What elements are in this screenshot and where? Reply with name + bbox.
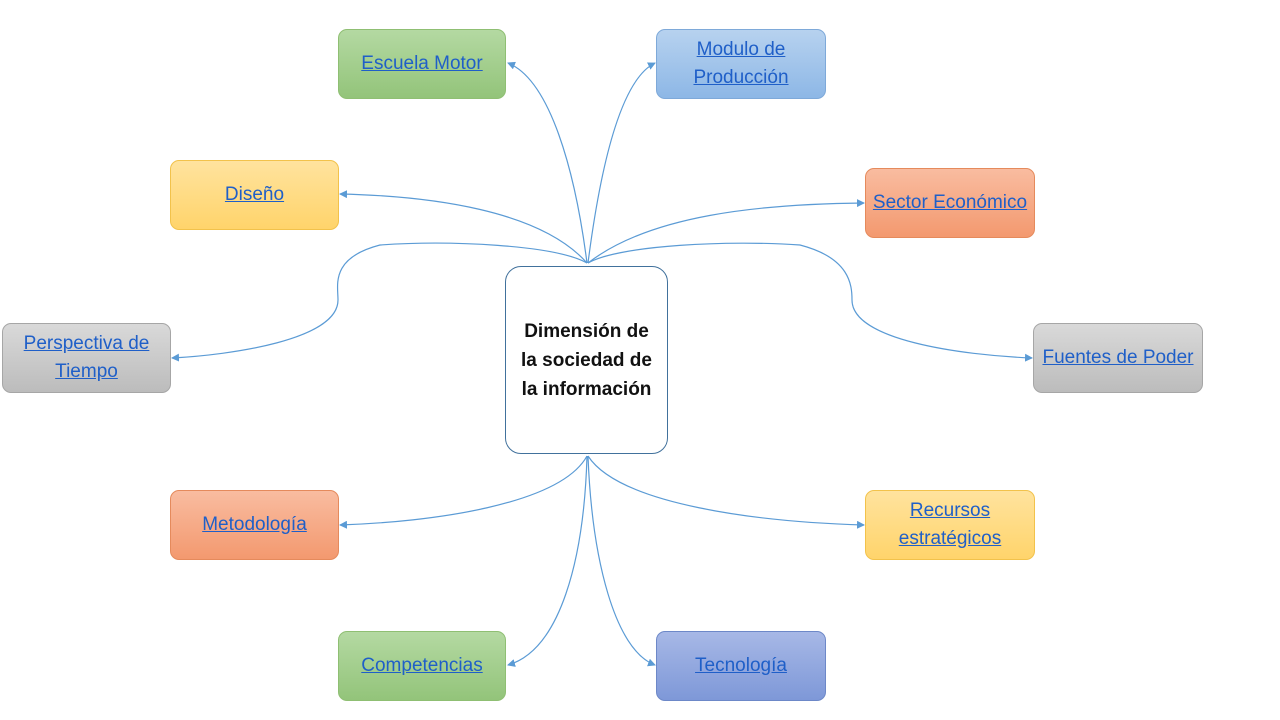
node-metodologia[interactable]: Metodología bbox=[170, 490, 339, 560]
link-recursos-estrategicos[interactable]: Recursos estratégicos bbox=[898, 500, 1002, 549]
center-label: Dimensión de la sociedad de la informaci… bbox=[521, 320, 652, 400]
center-node: Dimensión de la sociedad de la informaci… bbox=[505, 266, 668, 454]
node-modulo-produccion[interactable]: Modulo de Producción bbox=[656, 29, 826, 99]
link-escuela-motor[interactable]: Escuela Motor bbox=[361, 53, 483, 74]
node-recursos-estrategicos[interactable]: Recursos estratégicos bbox=[865, 490, 1035, 560]
connector-recursos-estrategicos bbox=[587, 455, 865, 529]
node-competencias[interactable]: Competencias bbox=[338, 631, 506, 701]
node-sector-economico[interactable]: Sector Económico bbox=[865, 168, 1035, 238]
node-fuentes-poder[interactable]: Fuentes de Poder bbox=[1033, 323, 1203, 393]
node-perspectiva-tiempo[interactable]: Perspectiva de Tiempo bbox=[2, 323, 171, 393]
connector-metodologia bbox=[339, 455, 588, 529]
link-metodologia[interactable]: Metodología bbox=[202, 514, 307, 535]
connector-diseno bbox=[339, 190, 588, 264]
link-perspectiva-tiempo[interactable]: Perspectiva de Tiempo bbox=[23, 333, 150, 382]
connector-modulo-produccion bbox=[587, 62, 656, 264]
link-tecnologia[interactable]: Tecnología bbox=[695, 655, 787, 676]
connector-competencias bbox=[507, 455, 588, 667]
link-sector-economico[interactable]: Sector Económico bbox=[872, 192, 1028, 213]
connector-sector-economico bbox=[587, 199, 865, 264]
link-diseno[interactable]: Diseño bbox=[224, 184, 285, 205]
connector-escuela-motor bbox=[507, 61, 588, 264]
node-tecnologia[interactable]: Tecnología bbox=[656, 631, 826, 701]
node-escuela-motor[interactable]: Escuela Motor bbox=[338, 29, 506, 99]
connector-perspectiva-tiempo bbox=[171, 242, 588, 362]
connector-fuentes-poder bbox=[587, 242, 1033, 362]
node-diseno[interactable]: Diseño bbox=[170, 160, 339, 230]
connector-tecnologia bbox=[587, 455, 656, 667]
link-fuentes-poder[interactable]: Fuentes de Poder bbox=[1042, 347, 1194, 368]
link-modulo-produccion[interactable]: Modulo de Producción bbox=[693, 39, 789, 88]
link-competencias[interactable]: Competencias bbox=[361, 655, 483, 676]
